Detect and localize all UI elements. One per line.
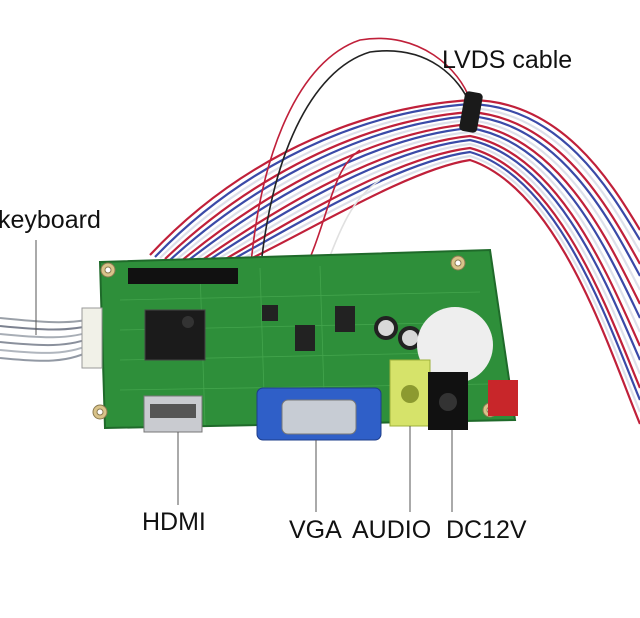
small-chip <box>295 325 315 351</box>
keyboard-connector <box>81 307 103 369</box>
keyboard-cable <box>0 317 96 362</box>
lvds-cable-label: LVDS cable <box>442 46 573 74</box>
capacitors <box>374 316 422 350</box>
cable-sleeve <box>459 91 483 133</box>
power-connector <box>488 380 518 416</box>
keyboard-label: keyboard <box>0 206 101 234</box>
lvds-connector <box>128 268 238 284</box>
audio-label: AUDIO <box>352 516 432 544</box>
hdmi-label: HDMI <box>142 508 206 536</box>
dc12v-label: DC12V <box>446 516 527 544</box>
vga-label: VGA <box>289 516 342 544</box>
main-controller-chip <box>144 309 206 361</box>
small-chip <box>262 305 278 321</box>
sticker <box>417 307 493 383</box>
small-chip <box>335 306 355 332</box>
